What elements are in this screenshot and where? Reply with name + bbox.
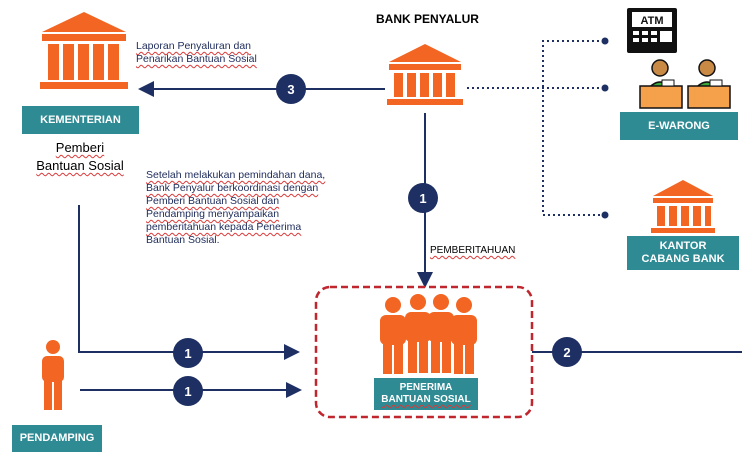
kantor-line-1: KANTOR: [659, 240, 707, 252]
dot-atm: [601, 37, 609, 45]
pemberi-label: Pemberi Bantuan Sosial: [34, 139, 126, 175]
setelah-line-4: Pendamping menyampaikan: [146, 208, 280, 220]
setelah-line-1: Setelah melakukan pemindahan dana,: [146, 169, 326, 181]
penerima-label: PENERIMA BANTUAN SOSIAL: [374, 378, 478, 410]
penerima-frame: [314, 285, 534, 419]
kantor-line-2: CABANG BANK: [641, 253, 725, 265]
laporan-note: Laporan Penyaluran dan Penarikan Bantuan…: [136, 40, 257, 66]
pendamping-label: PENDAMPING: [12, 425, 102, 452]
step-badge-1-bank: 1: [408, 183, 438, 213]
ewarong-label: E-WARONG: [620, 112, 738, 140]
pemberi-line-1: Pemberi: [55, 140, 105, 155]
bank-title: BANK PENYALUR: [376, 12, 479, 26]
step-badge-2: 2: [552, 337, 582, 367]
kementerian-label: KEMENTERIAN: [22, 106, 139, 134]
arrow-kementerian-to-penerima: [78, 205, 300, 360]
step-badge-3: 3: [276, 74, 306, 104]
penerima-line-1: PENERIMA: [399, 382, 453, 393]
dot-kantor: [601, 211, 609, 219]
setelah-line-2: Bank Penyalur berkoordinasi dengan: [146, 182, 319, 194]
kantor-label: KANTOR CABANG BANK: [627, 236, 739, 270]
dot-ewarong: [601, 84, 609, 92]
step-badge-1-pendamping: 1: [173, 376, 203, 406]
pemberitahuan-label: PEMBERITAHUAN: [430, 245, 516, 256]
penerima-line-2: BANTUAN SOSIAL: [381, 394, 471, 405]
laporan-line-1: Laporan Penyaluran dan: [136, 40, 252, 52]
setelah-line-5: pemberitahuan kepada Penerima: [146, 221, 302, 233]
atm-screen-text: ATM: [640, 15, 663, 27]
laporan-line-2: Penarikan Bantuan Sosial: [136, 53, 257, 65]
setelah-line-6: Bantuan Sosial.: [146, 234, 220, 246]
step-badge-1-kementerian: 1: [173, 338, 203, 368]
setelah-note: Setelah melakukan pemindahan dana, Bank …: [146, 169, 325, 247]
dotted-channel-bracket: [542, 40, 604, 216]
pemberi-line-2: Bantuan Sosial: [36, 158, 124, 173]
setelah-line-3: Pemberi Bantuan Sosial dan: [146, 195, 280, 207]
